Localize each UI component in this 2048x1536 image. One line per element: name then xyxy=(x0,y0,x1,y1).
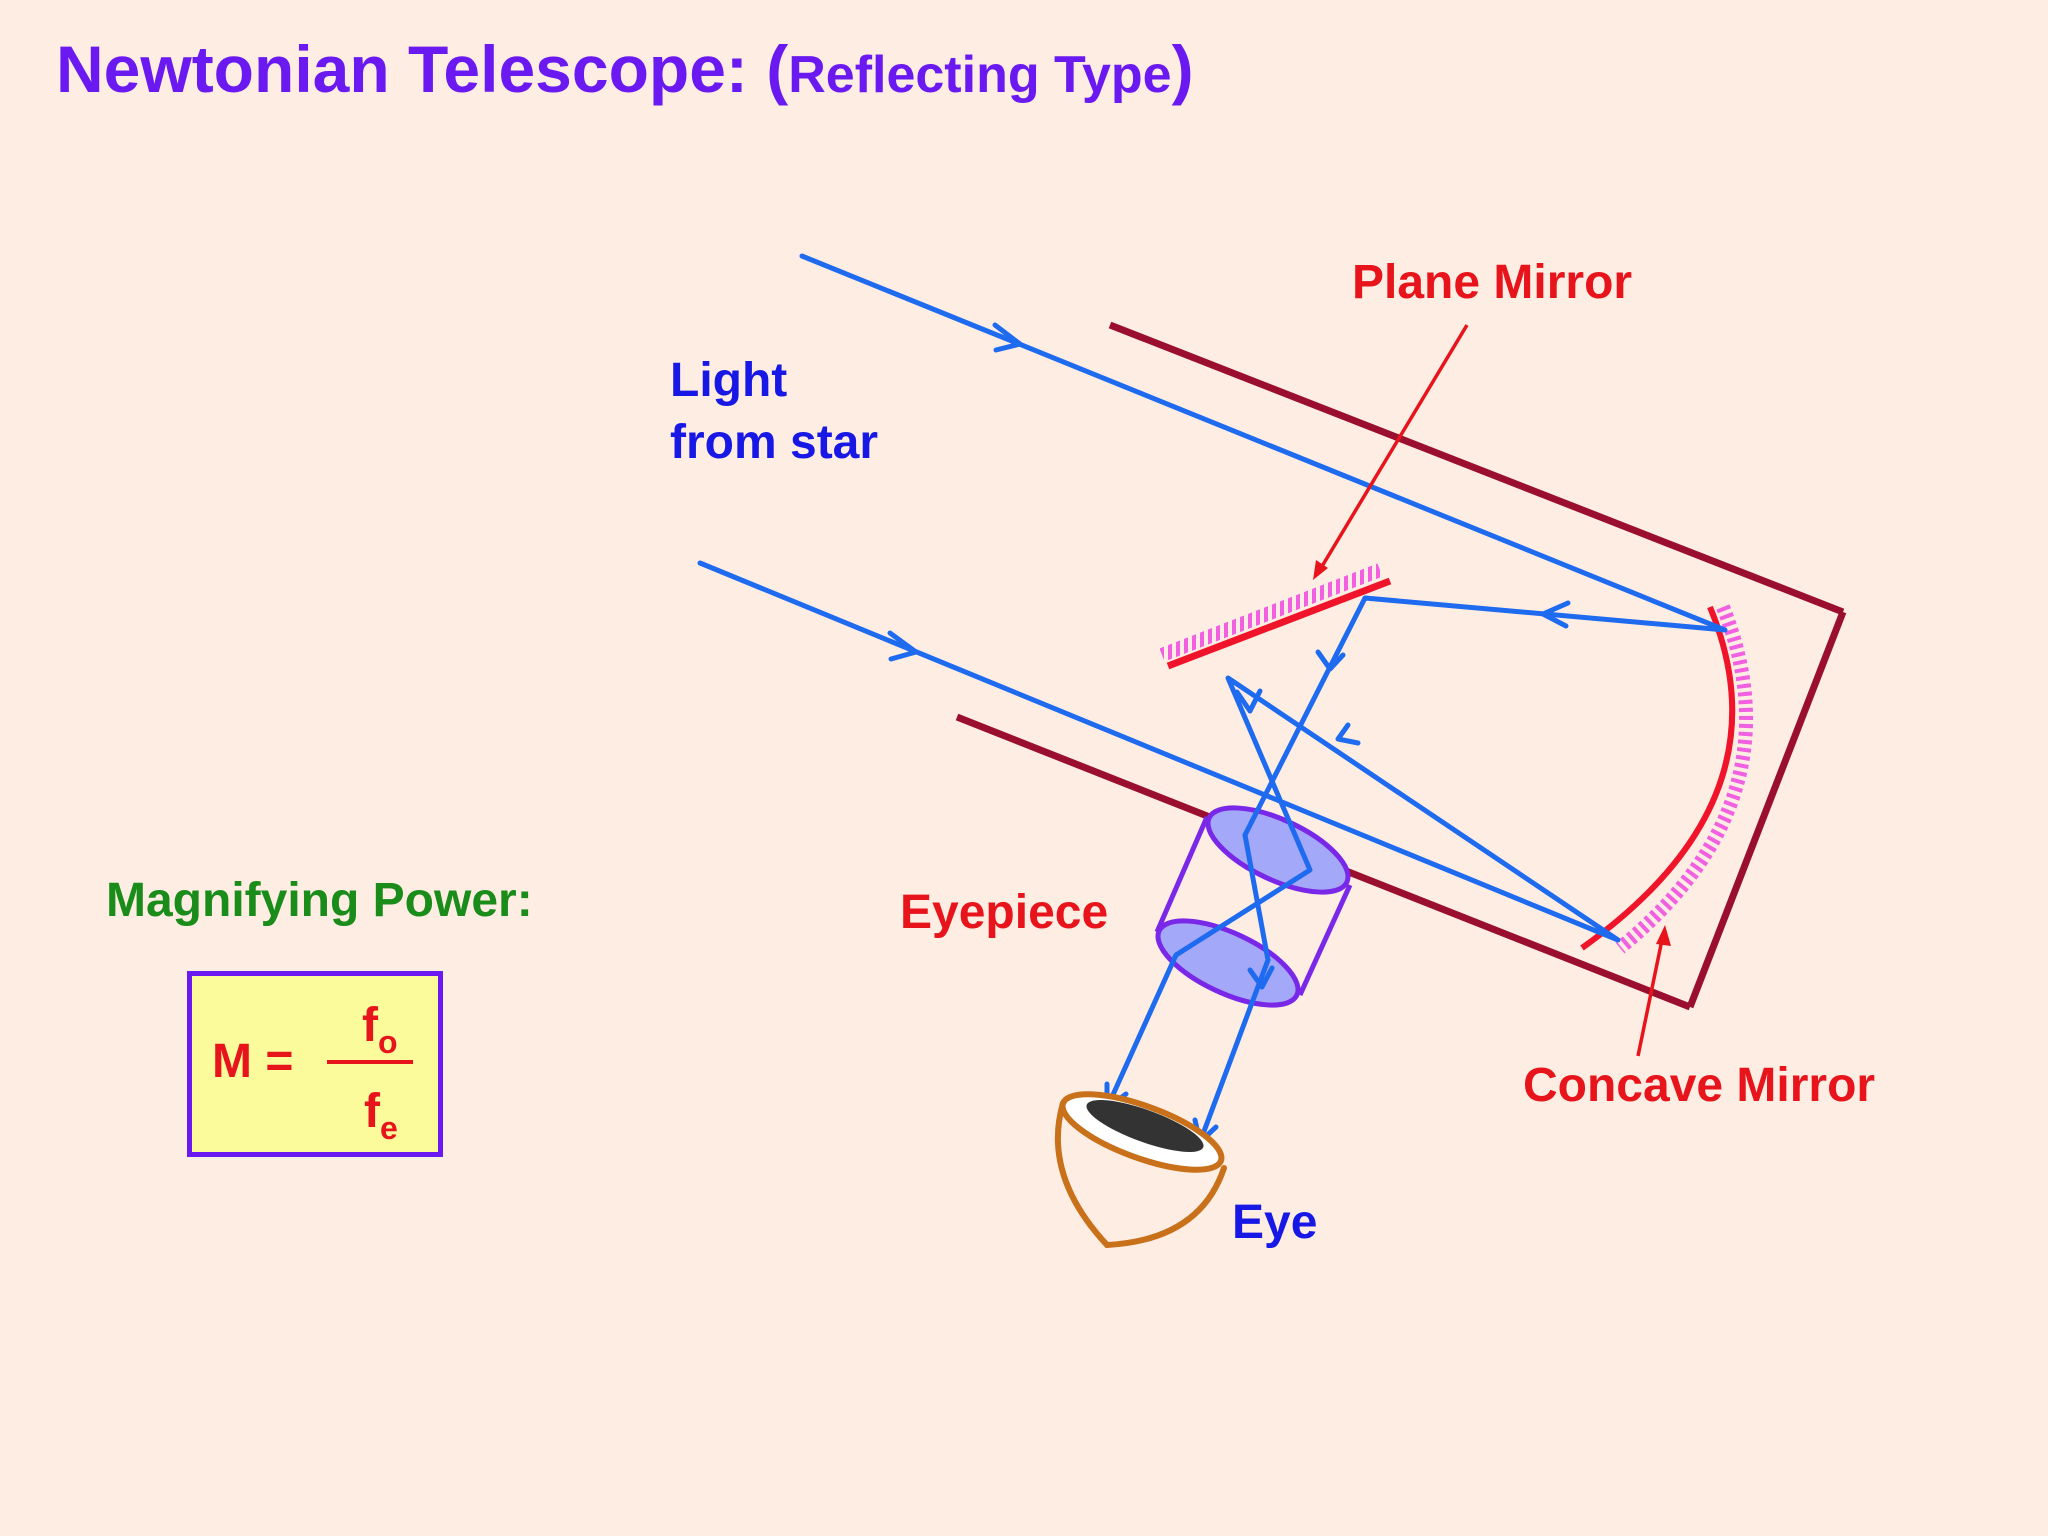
page-title: Newtonian Telescope: (Reflecting Type) xyxy=(56,36,1194,102)
tube-closed-end xyxy=(1686,610,1847,1009)
plane-mirror-label: Plane Mirror xyxy=(1352,256,1633,309)
arrow-incoming-lower xyxy=(887,630,919,662)
concave-mirror-hatching xyxy=(1615,604,1754,954)
formula-numerator: fo xyxy=(362,998,398,1060)
tube-upper-wall xyxy=(1108,321,1845,616)
formula-denominator: fe xyxy=(364,1084,398,1146)
eyepiece-left-edge xyxy=(1154,816,1210,933)
ray-inner xyxy=(1197,832,1271,1145)
eyepiece-right-edge xyxy=(1297,883,1353,997)
eye-label: Eye xyxy=(1232,1196,1318,1249)
title-main: Newtonian Telescope: xyxy=(56,32,767,106)
eyepiece-label: Eyepiece xyxy=(900,886,1109,939)
arrow-reflected-upper xyxy=(1540,600,1571,629)
light-from-star-label: Light from star xyxy=(670,350,878,474)
arrow-reflected-lower xyxy=(1335,722,1361,746)
plane-mirror-surface xyxy=(1166,577,1392,670)
light-rays xyxy=(697,253,1728,1145)
light-label-line1: Light xyxy=(670,354,788,407)
eye xyxy=(1054,1091,1227,1249)
ray-lower xyxy=(697,560,1621,1111)
title-close-paren: ) xyxy=(1171,32,1194,106)
concave-mirror-pointer-head xyxy=(1656,925,1671,946)
label-pointers xyxy=(1313,324,1671,1057)
concave-mirror-label: Concave Mirror xyxy=(1523,1059,1876,1112)
denominator-symbol: f xyxy=(364,1085,380,1138)
arrow-in-eyepiece xyxy=(1247,965,1275,990)
denominator-subscript: e xyxy=(379,1110,398,1146)
light-label-line2: from star xyxy=(670,416,879,469)
title-open-paren: ( xyxy=(766,32,789,106)
numerator-symbol: f xyxy=(362,999,378,1052)
plane-mirror-pointer xyxy=(1316,324,1469,574)
concave-mirror-surface xyxy=(1580,605,1736,951)
plane-mirror-pointer-head xyxy=(1313,560,1328,580)
arrow-to-eyepiece-2 xyxy=(1234,688,1263,714)
numerator-subscript: o xyxy=(377,1024,398,1060)
magnifying-power-formula: M = fo fe xyxy=(187,971,443,1157)
ray-upper xyxy=(799,253,1728,838)
eyeball-outline xyxy=(1054,1100,1227,1249)
concave-mirror-pointer xyxy=(1636,934,1665,1057)
arrow-to-eyepiece-1 xyxy=(1315,649,1346,672)
arrow-incoming-upper xyxy=(992,322,1023,353)
formula-lhs: M = xyxy=(212,1035,294,1088)
magnifying-power-label: Magnifying Power: xyxy=(106,874,533,927)
fraction-bar xyxy=(327,1060,413,1064)
concave-mirror xyxy=(1580,604,1754,954)
plane-mirror xyxy=(1159,563,1392,670)
eye-pupil xyxy=(1086,1100,1204,1152)
plane-mirror-hatching xyxy=(1159,563,1383,662)
title-subtitle: Reflecting Type xyxy=(788,46,1172,104)
